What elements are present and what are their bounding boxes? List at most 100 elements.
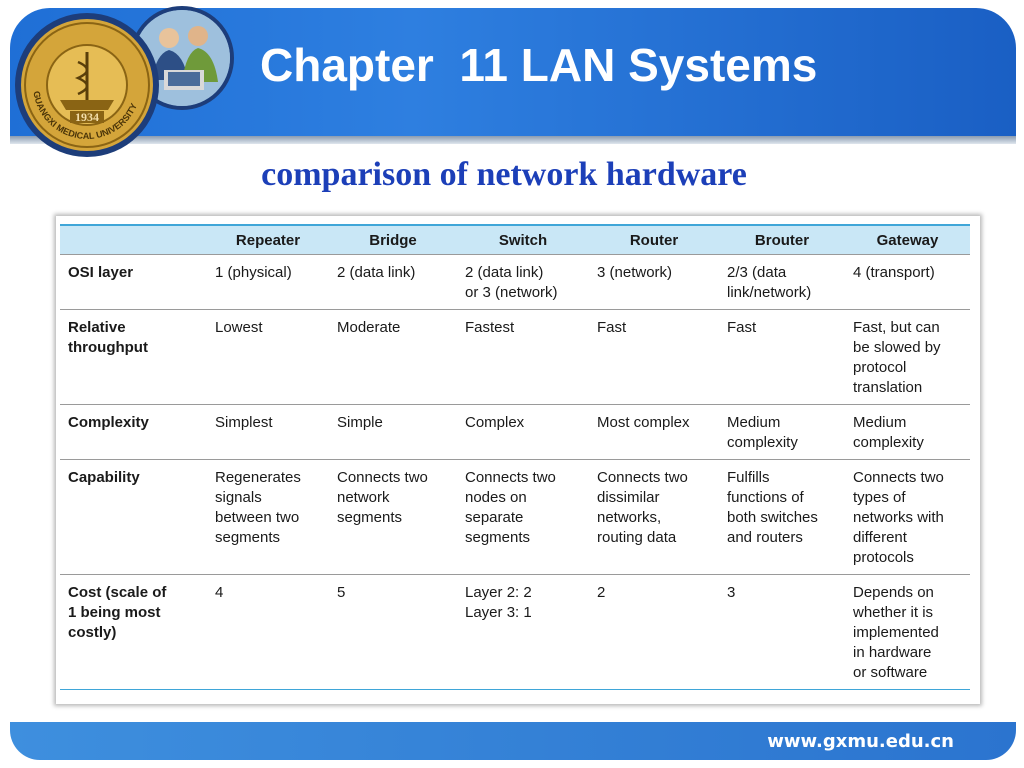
cell-line: or software xyxy=(853,664,928,681)
column-header: Router xyxy=(589,224,719,255)
cell-line: protocols xyxy=(853,549,914,566)
table-row: Complexity Simplest Simple Complex Most comp… xyxy=(60,404,970,460)
table-cell: Fast xyxy=(719,309,845,405)
svg-text:1934: 1934 xyxy=(75,110,99,124)
table-cell: 5 xyxy=(329,574,457,690)
column-header: Switch xyxy=(457,224,589,255)
row-header-line: Complexity xyxy=(68,414,149,431)
cell-line: functions of xyxy=(727,489,804,506)
cell-line: networks, xyxy=(597,509,662,526)
team-photo xyxy=(130,6,234,110)
row-header: Complexity xyxy=(60,404,207,460)
cell-line: Fulfills xyxy=(727,469,770,486)
cell-line: translation xyxy=(853,379,923,396)
cell-line: 3 (network) xyxy=(597,264,673,281)
row-header: Capability xyxy=(60,459,207,575)
university-seal-logo: 1934 GUANGXI MEDICAL UNIVERSITY xyxy=(12,10,162,160)
cell-line: routing data xyxy=(597,529,677,546)
header-divider xyxy=(10,136,1016,144)
cell-line: Fast, but can xyxy=(853,319,940,336)
cell-line: network xyxy=(337,489,390,506)
row-header-line: Relative xyxy=(68,319,126,336)
cell-line: different xyxy=(853,529,907,546)
cell-line: Simple xyxy=(337,414,383,431)
cell-line: Layer 3: 1 xyxy=(465,604,532,621)
table-cell: Fast, but can be slowed by protocol transla… xyxy=(845,309,970,405)
cell-line: Connects two xyxy=(853,469,944,486)
cell-line: Medium xyxy=(727,414,781,431)
table-cell: 3 (network) xyxy=(589,254,719,310)
cell-line: Simplest xyxy=(215,414,273,431)
cell-line: networks with xyxy=(853,509,944,526)
table-cell: Connects two dissimilar networks, routing d… xyxy=(589,459,719,575)
cell-line: link/network) xyxy=(727,284,812,301)
table-cell: 3 xyxy=(719,574,845,690)
table-cell: 2 (data link)or 3 (network) xyxy=(457,254,589,310)
cell-line: between two xyxy=(215,509,300,526)
cell-line: in hardware xyxy=(853,644,932,661)
page-title: Chapter 11 LAN Systems xyxy=(260,39,818,91)
cell-line: segments xyxy=(337,509,403,526)
cell-line: Fast xyxy=(727,319,757,336)
table-cell: 2 xyxy=(589,574,719,690)
table-row: Relative throughput Lowest Moderate Fastest F… xyxy=(60,309,970,405)
cell-line: Lowest xyxy=(215,319,263,336)
column-header: Brouter xyxy=(719,224,845,255)
table-cell: 2 (data link) xyxy=(329,254,457,310)
table-cell: 1 (physical) xyxy=(207,254,329,310)
cell-line: be slowed by xyxy=(853,339,941,356)
row-header-line: throughput xyxy=(68,339,148,356)
cell-line: Connects two xyxy=(597,469,688,486)
row-header-line: OSI layer xyxy=(68,264,134,281)
cell-line: Layer 2: 2 xyxy=(465,584,532,601)
cell-line: Most complex xyxy=(597,414,690,431)
table-cell: Simple xyxy=(329,404,457,460)
cell-line: dissimilar xyxy=(597,489,660,506)
table-cell: Most complex xyxy=(589,404,719,460)
table-cell: Simplest xyxy=(207,404,329,460)
footer-url[interactable]: www.gxmu.edu.cn xyxy=(767,731,954,752)
table-cell: Medium complexity xyxy=(719,404,845,460)
table-corner-header xyxy=(60,224,207,255)
table-cell: Fastest xyxy=(457,309,589,405)
cell-line: Connects two xyxy=(337,469,428,486)
table-cell: Moderate xyxy=(329,309,457,405)
footer-bar: www.gxmu.edu.cn xyxy=(10,722,1016,760)
cell-line: Fast xyxy=(597,319,627,336)
cell-line: 4 xyxy=(215,584,224,601)
cell-line: whether it is xyxy=(853,604,934,621)
cell-line: 2 xyxy=(597,584,606,601)
cell-line: Complex xyxy=(465,414,525,431)
table-cell: Fulfills functions of both switches and rou… xyxy=(719,459,845,575)
cell-line: segments xyxy=(465,529,531,546)
cell-line: complexity xyxy=(853,434,924,451)
cell-line: Connects two xyxy=(465,469,556,486)
cell-line: Fastest xyxy=(465,319,515,336)
cell-line: segments xyxy=(215,529,281,546)
table-row: OSI layer 1 (physical)2 (data link)2 (dat… xyxy=(60,254,970,310)
cell-line: and routers xyxy=(727,529,803,546)
table-cell: 4 xyxy=(207,574,329,690)
cell-line: both switches xyxy=(727,509,818,526)
cell-line: or 3 (network) xyxy=(465,284,558,301)
cell-line: types of xyxy=(853,489,906,506)
cell-line: protocol xyxy=(853,359,907,376)
table-cell: Fast xyxy=(589,309,719,405)
column-header: Repeater xyxy=(207,224,329,255)
cell-line: 4 (transport) xyxy=(853,264,935,281)
cell-line: 5 xyxy=(337,584,346,601)
cell-line: complexity xyxy=(727,434,798,451)
slide-subtitle: comparison of network hardware xyxy=(261,156,747,193)
cell-line: Moderate xyxy=(337,319,401,336)
cell-line: implemented xyxy=(853,624,939,641)
